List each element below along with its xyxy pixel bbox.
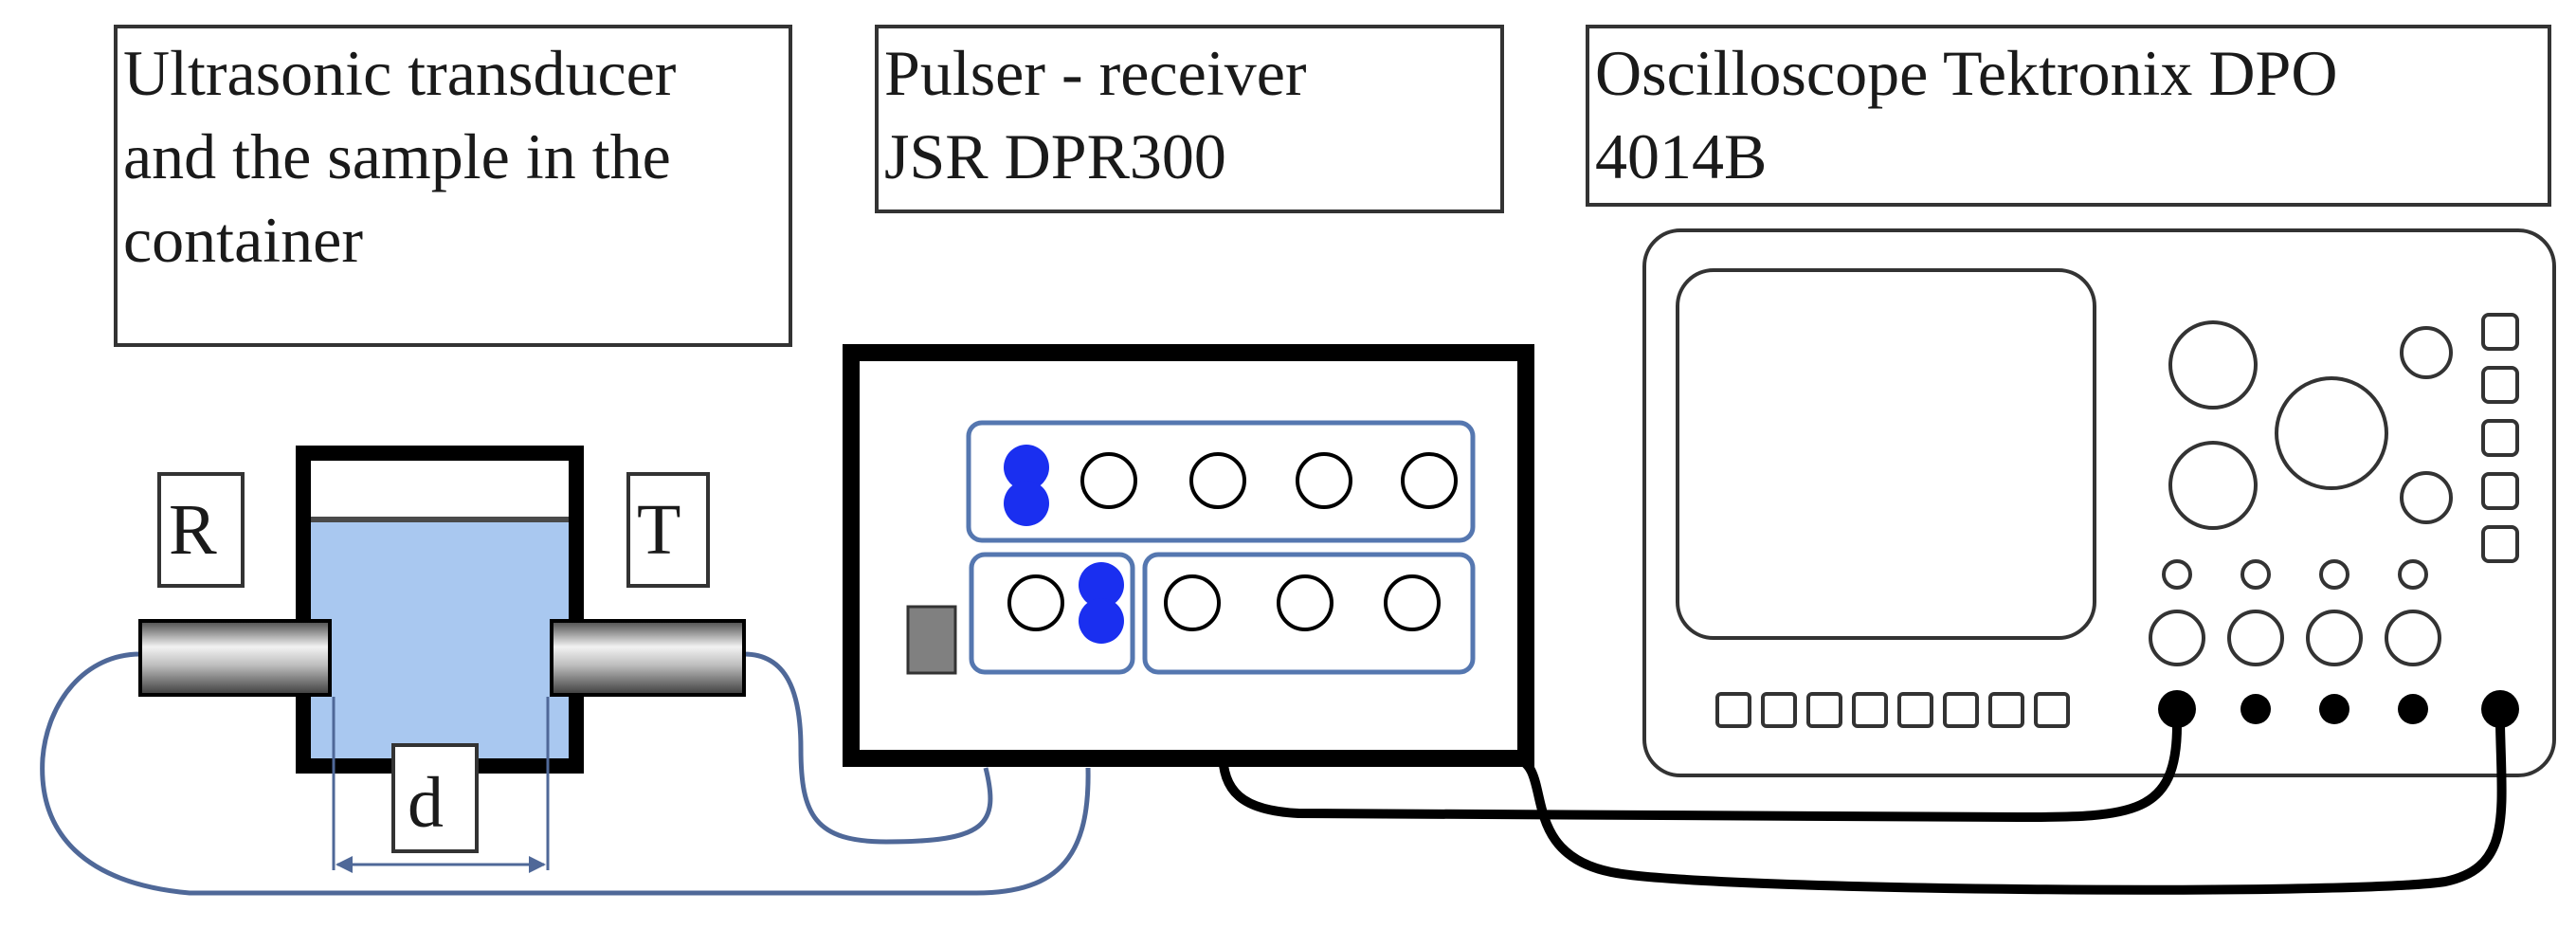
- pulser-knob: [1296, 452, 1352, 509]
- receiver-cable: [40, 651, 1091, 896]
- scope-knob: [2385, 610, 2441, 666]
- scope-knob-small: [2400, 326, 2453, 379]
- scope-knob: [2168, 441, 2258, 530]
- oscilloscope-screen: [1676, 268, 2096, 640]
- scope-knob-small: [2398, 559, 2428, 590]
- scope-soft-button: [1988, 692, 2024, 728]
- transducer-label-line-1: Ultrasonic transducer: [123, 37, 677, 109]
- pulser-label-box: Pulser - receiver JSR DPR300: [875, 25, 1504, 213]
- scope-side-button: [2481, 472, 2519, 510]
- oscilloscope-label-line-1: Oscilloscope Tektronix DPO: [1595, 37, 2337, 109]
- scope-knob-small: [2240, 559, 2271, 590]
- scope-input-connector: [2240, 694, 2271, 724]
- pulser-switch: [906, 605, 957, 675]
- pulser-knob: [1384, 574, 1441, 631]
- receiver-tag: R: [157, 472, 245, 588]
- oscilloscope-label-box: Oscilloscope Tektronix DPO 4014B: [1586, 25, 2551, 207]
- transducer-label-line-3: container: [123, 204, 363, 276]
- scope-side-button: [2481, 313, 2519, 351]
- scope-knob-small: [2400, 471, 2453, 524]
- pulser-label-line-1: Pulser - receiver: [884, 37, 1307, 109]
- transmitter-transducer: [550, 619, 746, 697]
- sample-container: [296, 446, 584, 774]
- signal-cable-1: [1218, 724, 2182, 823]
- oscilloscope-label-line-2: 4014B: [1595, 120, 1767, 192]
- pulser-knob: [1080, 452, 1137, 509]
- scope-side-button: [2481, 525, 2519, 563]
- scope-knob: [2168, 320, 2258, 410]
- transducer-label-line-2: and the sample in the: [123, 120, 671, 192]
- receiver-transducer: [138, 619, 332, 697]
- scope-side-button: [2481, 419, 2519, 457]
- scope-soft-button: [1943, 692, 1979, 728]
- scope-input-connector: [2398, 694, 2428, 724]
- pulser-knob: [1189, 452, 1246, 509]
- pulser-active-knob-bottom: [1079, 562, 1124, 644]
- distance-marker: d: [332, 697, 550, 873]
- oscilloscope-device: [1642, 228, 2556, 777]
- scope-input-connector: [2158, 690, 2196, 728]
- pulser-label-line-2: JSR DPR300: [884, 120, 1226, 192]
- pulser-knob: [1277, 574, 1333, 631]
- transmitter-cable: [743, 651, 993, 845]
- scope-knob-small: [2319, 559, 2349, 590]
- pulser-receiver-device: [843, 344, 1534, 767]
- scope-soft-button: [1852, 692, 1888, 728]
- scope-side-button: [2481, 366, 2519, 404]
- scope-knob-small: [2162, 559, 2192, 590]
- distance-label: d: [408, 763, 444, 843]
- scope-soft-button: [2034, 692, 2070, 728]
- scope-knob: [2227, 610, 2284, 666]
- pulser-knob: [1401, 452, 1458, 509]
- svg-text:R: R: [169, 490, 217, 570]
- scope-knob: [2149, 610, 2205, 666]
- transducer-label-box: Ultrasonic transducer and the sample in …: [114, 25, 792, 347]
- pulser-knob: [1007, 574, 1064, 631]
- svg-text:T: T: [637, 490, 680, 570]
- pulser-knob: [1164, 574, 1221, 631]
- scope-knob: [2306, 610, 2363, 666]
- scope-input-connector: [2319, 694, 2349, 724]
- distance-tag: [391, 743, 479, 853]
- transmitter-tag: T: [626, 472, 710, 588]
- scope-soft-button: [1715, 692, 1751, 728]
- pulser-active-knob-top: [1004, 445, 1049, 526]
- scope-soft-button: [1806, 692, 1842, 728]
- scope-soft-button: [1897, 692, 1933, 728]
- signal-cable-2: [1515, 724, 2507, 895]
- scope-soft-button: [1761, 692, 1797, 728]
- liquid-sample: [311, 519, 569, 758]
- scope-input-connector: [2481, 690, 2519, 728]
- scope-knob-large: [2275, 376, 2388, 490]
